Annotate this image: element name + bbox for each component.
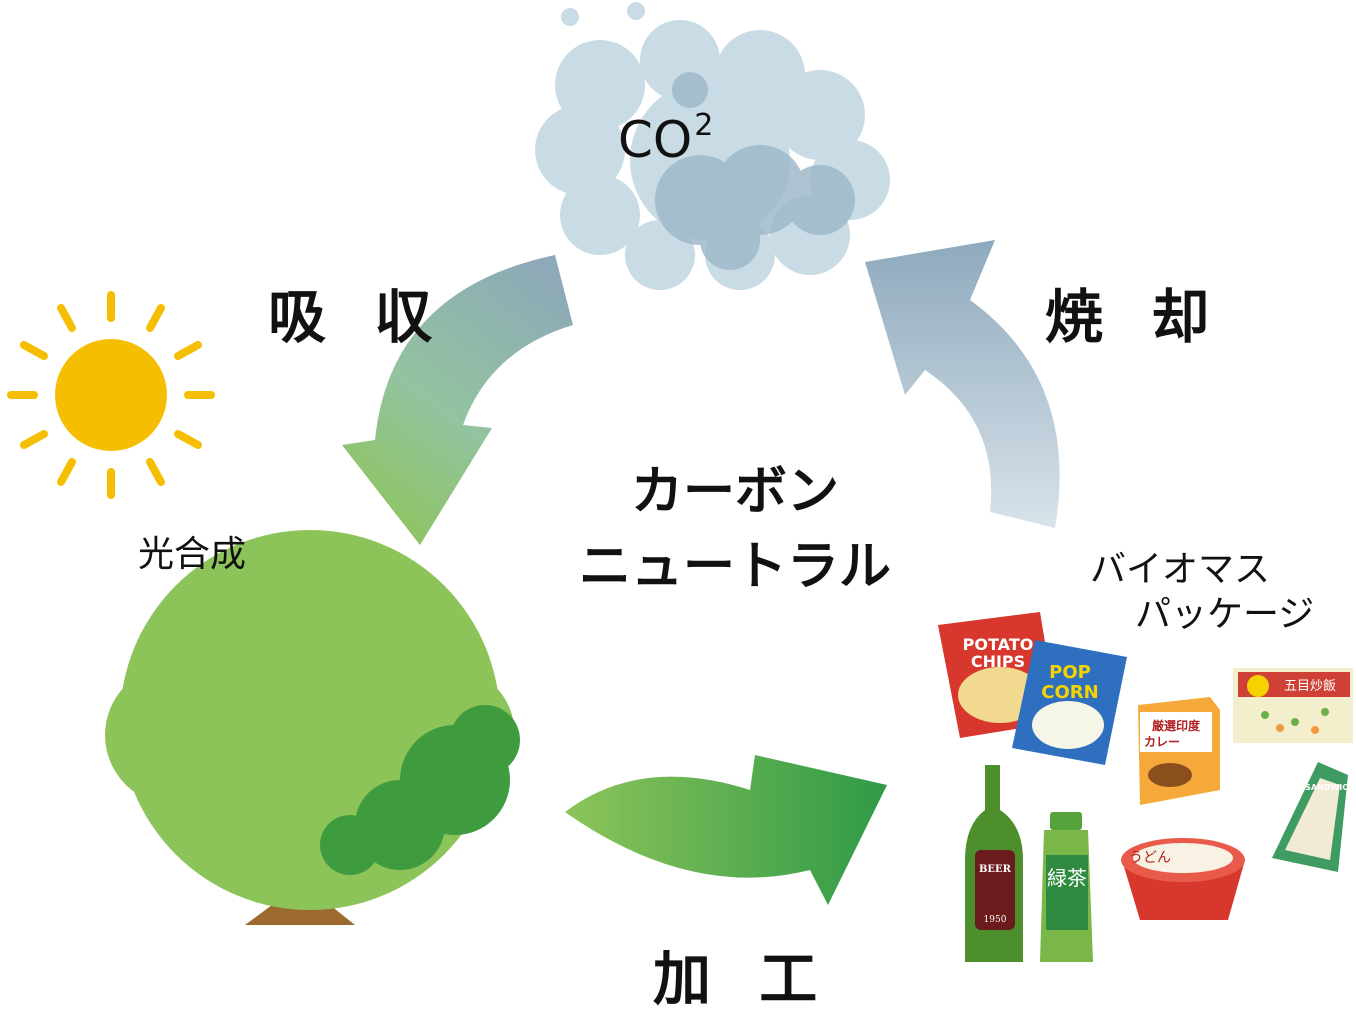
biomass-label-line2: パッケージ [1135, 594, 1315, 635]
co2-cloud [535, 2, 890, 290]
tree-icon [105, 530, 520, 925]
friedrice-name: 五目炒飯 [1284, 679, 1336, 694]
center-title-line1: カーボン [630, 462, 839, 522]
curry-box: 厳選印度 カレー [1138, 697, 1220, 805]
sandwich-label: SANDWICH [1305, 783, 1355, 792]
popcorn-label-1: POP [1049, 662, 1091, 683]
udon-label: うどん [1129, 850, 1171, 866]
tea-label: 緑茶 [1047, 866, 1087, 890]
process-arrow [565, 755, 887, 905]
absorb-arrow [342, 255, 573, 545]
curry-label-2: カレー [1144, 735, 1180, 749]
green-tea-bottle: 緑茶 [1040, 812, 1093, 962]
beer-bottle: BEER 1950 [965, 765, 1023, 962]
co2-label: CO2 [618, 108, 713, 169]
chips-label-1: POTATO [963, 635, 1034, 654]
center-title-line2: ニュートラル [578, 537, 891, 597]
chips-label-2: CHIPS [971, 652, 1025, 671]
process-label: 加 工 [653, 945, 832, 1013]
popcorn-bag: POP CORN [1012, 640, 1127, 765]
incinerate-arrow [865, 240, 1060, 528]
beer-label: BEER [979, 864, 1012, 875]
fried-rice-box: 五目炒飯 [1233, 668, 1353, 743]
sun-icon [7, 291, 215, 499]
absorb-label: 吸 収 [268, 283, 447, 351]
co2-text: CO [618, 111, 693, 169]
popcorn-label-2: CORN [1041, 682, 1098, 703]
incinerate-label: 焼 却 [1045, 283, 1224, 351]
beer-year: 1950 [984, 915, 1007, 925]
biomass-label-line1: バイオマス [1090, 549, 1271, 590]
co2-subscript: 2 [694, 108, 714, 143]
curry-label-1: 厳選印度 [1152, 718, 1201, 733]
photosynthesis-label: 光合成 [138, 534, 247, 575]
sandwich-pack: SANDWICH [1272, 762, 1355, 872]
udon-cup: うどん [1121, 838, 1245, 920]
